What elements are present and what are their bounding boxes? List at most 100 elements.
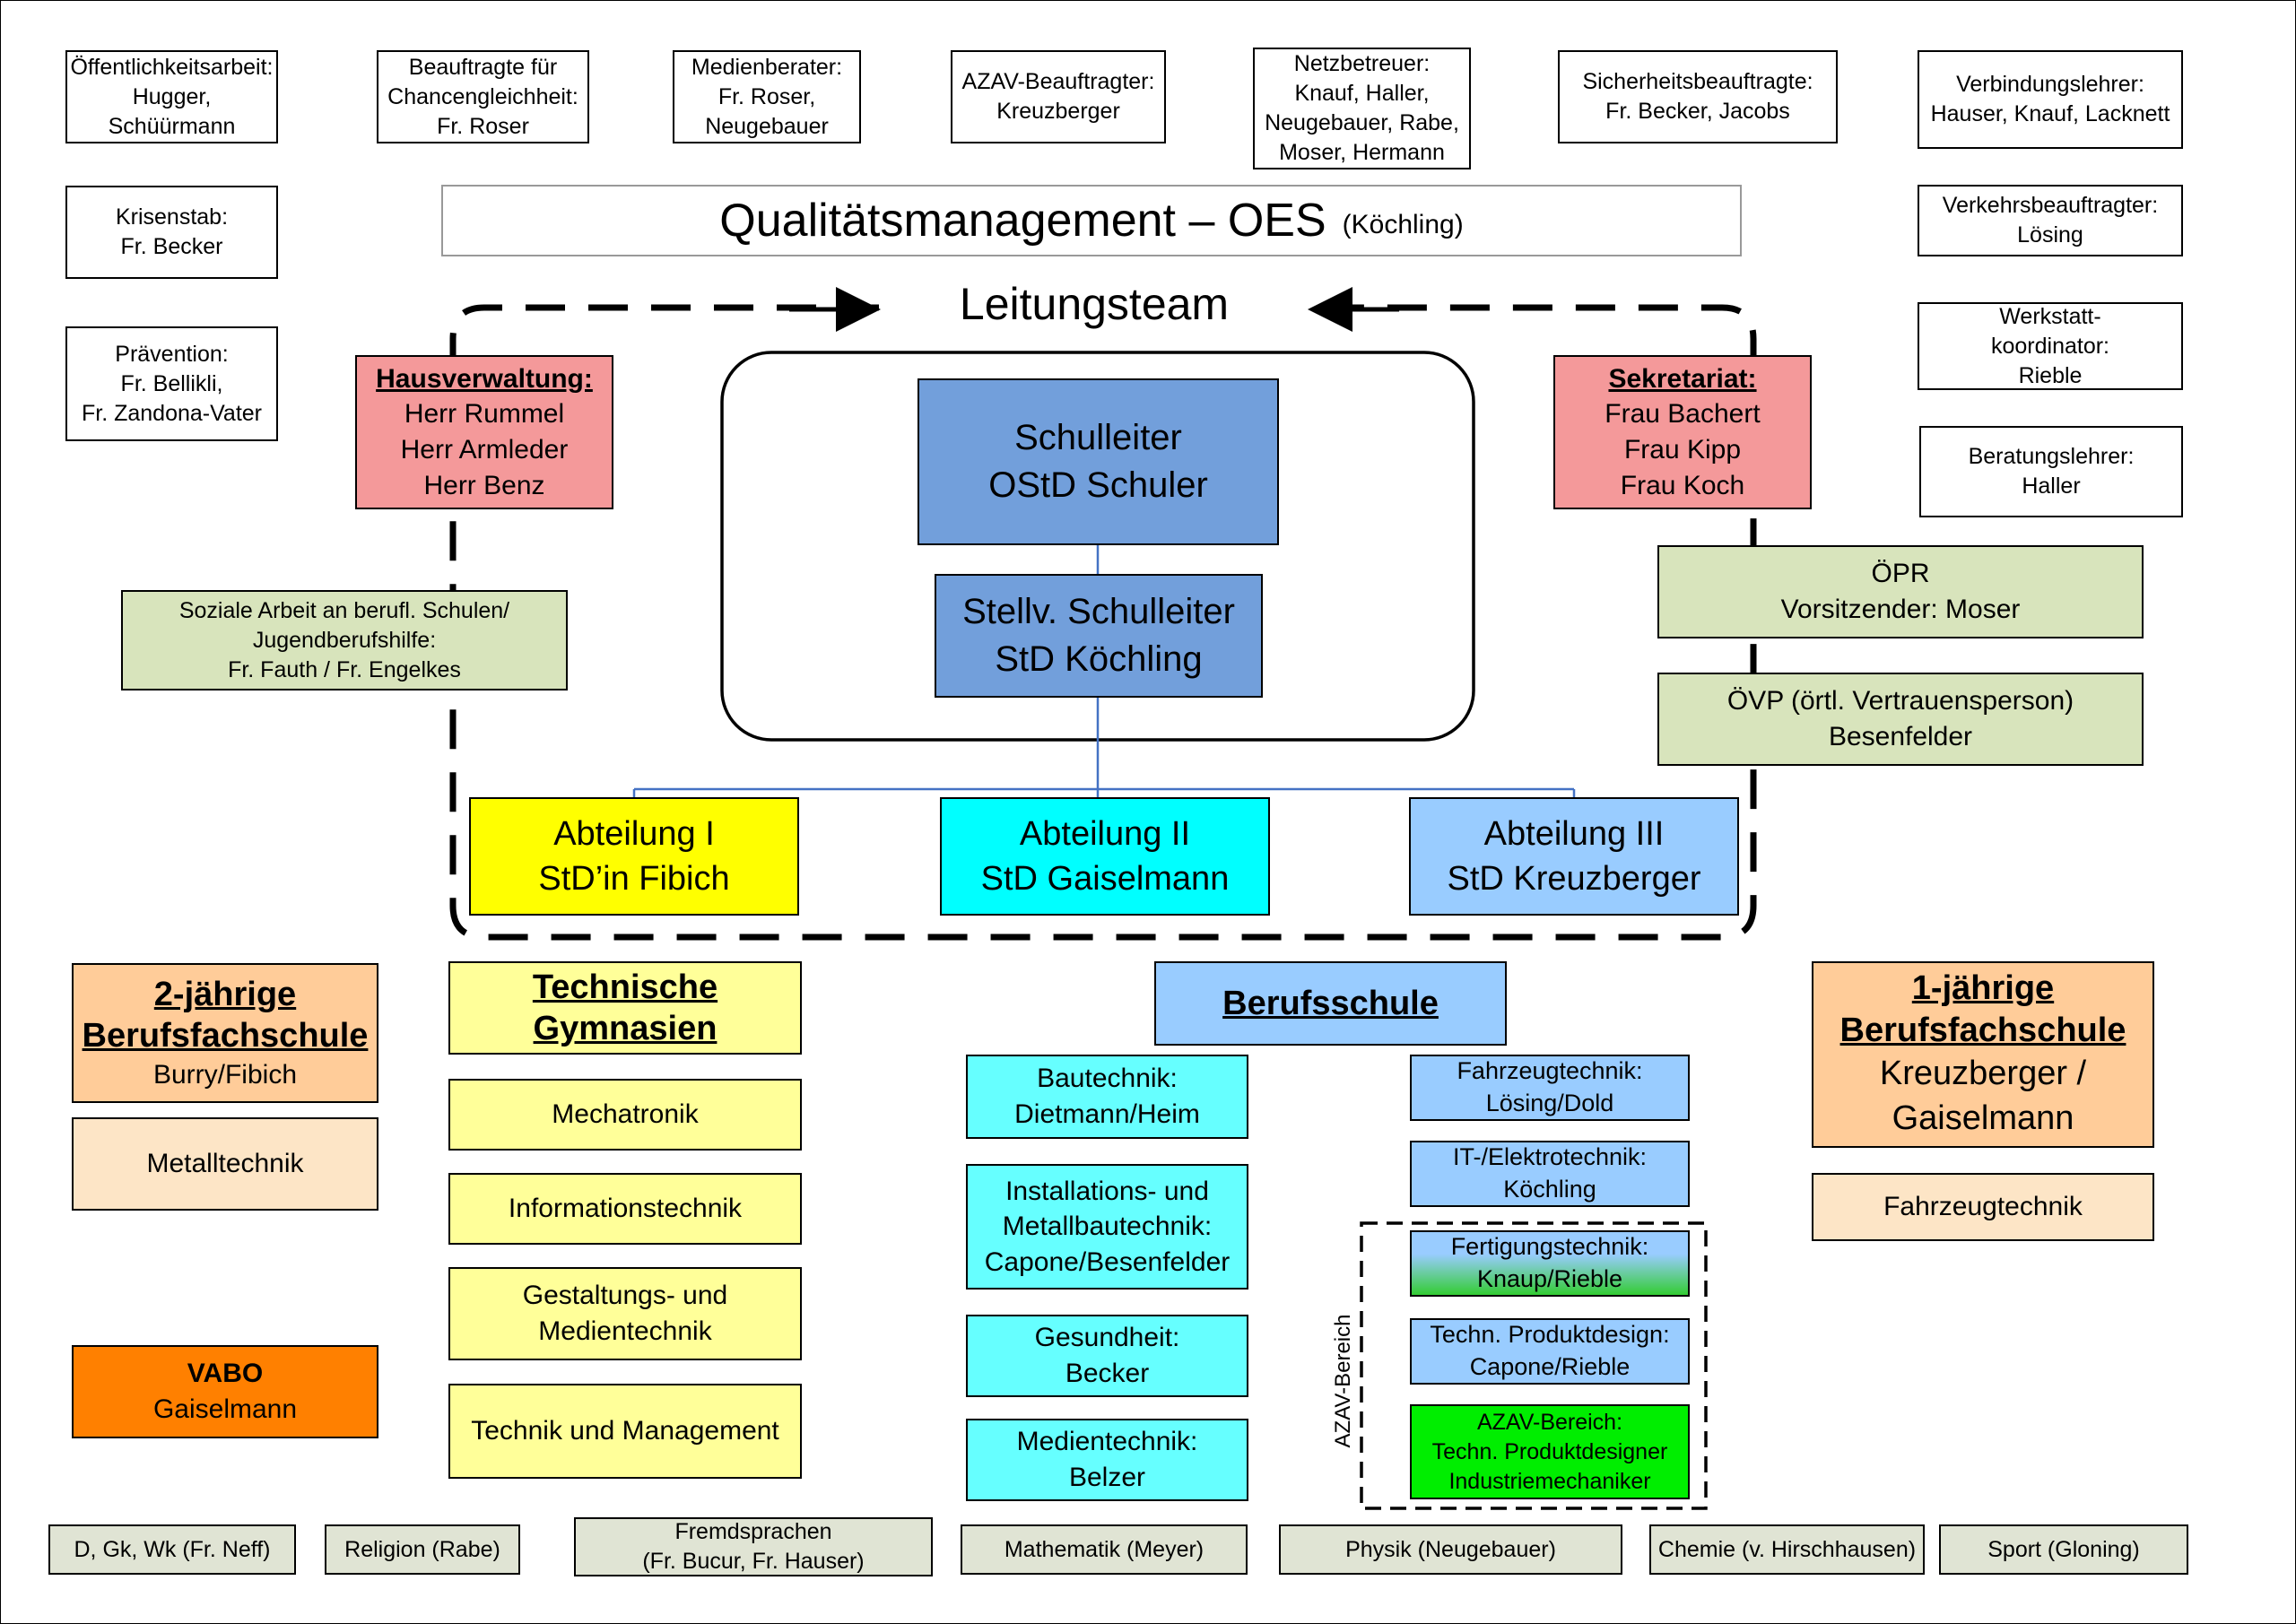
box-sicherheit: Sicherheitsbeauftragte: Fr. Becker, Jacob… bbox=[1558, 50, 1838, 143]
box-line: Gaiselmann bbox=[1892, 1099, 2074, 1138]
box-netzbetreuer: Netzbetreuer: Knauf, Haller, Neugebauer, R… bbox=[1253, 48, 1471, 169]
box-mechatronik: Mechatronik bbox=[448, 1079, 802, 1151]
box-line: Prävention: bbox=[115, 341, 229, 367]
box-subj-sport: Sport (Gloning) bbox=[1939, 1524, 2188, 1575]
box-azav-beauftragter: AZAV-Beauftragter: Kreuzberger bbox=[951, 50, 1166, 143]
box-line: StD Gaiselmann bbox=[980, 860, 1230, 898]
box-line: Herr Rummel bbox=[404, 399, 565, 430]
box-oevp: ÖVP (örtl. Vertrauensperson)Besenfelder bbox=[1657, 673, 2144, 766]
box-line: Hugger, bbox=[132, 83, 212, 109]
box-line: StD’in Fibich bbox=[538, 860, 730, 898]
box-line: Herr Benz bbox=[423, 470, 545, 500]
box-line: Netzbetreuer: bbox=[1293, 51, 1431, 76]
box-line: Informationstechnik bbox=[508, 1194, 743, 1224]
box-line: Lösing/Dold bbox=[1485, 1090, 1614, 1116]
box-heading: VABO bbox=[187, 1359, 264, 1389]
box-line: Fahrzeugtechnik: bbox=[1457, 1057, 1643, 1085]
box-line: Abteilung II bbox=[1019, 814, 1191, 853]
box-line: koordinator: bbox=[1990, 333, 2110, 359]
box-line: Capone/Rieble bbox=[1469, 1353, 1631, 1380]
box-heading: Berufsschule bbox=[1222, 984, 1439, 1022]
box-line: Fr. Becker bbox=[120, 234, 223, 259]
box-bautechnik: Bautechnik:Dietmann/Heim bbox=[966, 1055, 1248, 1139]
box-line: Vorsitzender: Moser bbox=[1780, 595, 2021, 624]
quality-management-banner: Qualitätsmanagement – OES (Köchling) bbox=[441, 185, 1742, 256]
box-informationstechnik: Informationstechnik bbox=[448, 1173, 802, 1245]
box-line: Neugebauer bbox=[705, 113, 829, 139]
box-line: Werkstatt- bbox=[1999, 303, 2101, 329]
box-krisenstab: Krisenstab: Fr. Becker bbox=[65, 186, 278, 279]
box-medienberater: Medienberater:Fr. Roser,Neugebauer bbox=[673, 50, 861, 143]
box-medientechnik: Medientechnik: Belzer bbox=[966, 1419, 1248, 1501]
box-line: AZAV-Beauftragter: bbox=[961, 69, 1155, 94]
box-oeffentlichkeit: Öffentlichkeitsarbeit: Hugger, Schüürmann bbox=[65, 50, 278, 143]
box-line: Abteilung III bbox=[1483, 814, 1665, 853]
box-line: IT-/Elektrotechnik: bbox=[1452, 1143, 1648, 1171]
box-line: Becker bbox=[1065, 1359, 1150, 1388]
box-heading: 1-jährige Berufsfachschule bbox=[1839, 969, 2126, 1049]
box-fahrzeugtechnik-bfs: Fahrzeugtechnik bbox=[1812, 1173, 2154, 1241]
box-line: Medienberater: bbox=[691, 54, 843, 80]
box-line: Stellv. Schulleiter bbox=[962, 592, 1235, 632]
box-line: Medientechnik: bbox=[1016, 1427, 1198, 1457]
box-line: Fahrzeugtechnik bbox=[1883, 1192, 2083, 1222]
box-werkstatt: Werkstatt-koordinator: Rieble bbox=[1918, 302, 2183, 390]
box-subj-chemie: Chemie (v. Hirschhausen) bbox=[1649, 1524, 1925, 1575]
box-berufsschule: Berufsschule bbox=[1154, 961, 1507, 1046]
box-subj-fremdsprachen: Fremdsprachen(Fr. Bucur, Fr. Hauser) bbox=[574, 1517, 933, 1576]
box-technische-gymnasien: Technische Gymnasien bbox=[448, 961, 802, 1055]
box-beratung: Beratungslehrer:Haller bbox=[1919, 426, 2183, 517]
box-line: Sport (Gloning) bbox=[1987, 1536, 2140, 1562]
box-verbindungslehrer: Verbindungslehrer:Hauser, Knauf, Lacknet… bbox=[1918, 50, 2183, 149]
box-line: Capone/Besenfelder bbox=[984, 1246, 1231, 1277]
box-line: Fr. Becker, Jacobs bbox=[1605, 99, 1790, 124]
box-line: Verbindungslehrer: bbox=[1956, 72, 2144, 97]
box-abteilung-2: Abteilung II StD Gaiselmann bbox=[940, 797, 1270, 916]
box-line: Köchling bbox=[1503, 1176, 1596, 1203]
box-line: Soziale Arbeit an berufl. Schulen/ bbox=[178, 597, 510, 623]
box-line: Frau Koch bbox=[1620, 470, 1745, 500]
box-fahrzeugtechnik-bs: Fahrzeugtechnik: Lösing/Dold bbox=[1410, 1055, 1690, 1121]
box-heading: Sekretariat: bbox=[1608, 363, 1757, 394]
box-line: Krisenstab: bbox=[115, 204, 229, 230]
box-technik-management: Technik und Management bbox=[448, 1384, 802, 1479]
box-line: Frau Bachert bbox=[1605, 399, 1761, 430]
box-line: Neugebauer, Rabe, bbox=[1265, 110, 1459, 135]
box-line: ÖVP (örtl. Vertrauensperson) bbox=[1726, 686, 2074, 716]
box-line: Knauf, Haller, bbox=[1294, 81, 1430, 106]
quality-management-title: Qualitätsmanagement – OES bbox=[719, 195, 1326, 247]
box-subj-physik: Physik (Neugebauer) bbox=[1279, 1524, 1622, 1575]
box-heading: 2-jährige Berufsfachschule bbox=[82, 975, 369, 1055]
box-vabo: VABO Gaiselmann bbox=[72, 1345, 378, 1438]
box-line: Dietmann/Heim bbox=[1014, 1099, 1200, 1129]
box-line: Metalltechnik bbox=[146, 1149, 304, 1179]
box-line: Sicherheitsbeauftragte: bbox=[1582, 69, 1813, 94]
box-subj-mathematik: Mathematik (Meyer) bbox=[961, 1524, 1248, 1575]
box-line: Rieble bbox=[2018, 362, 2083, 388]
box-subj-dgkwk: D, Gk, Wk (Fr. Neff) bbox=[48, 1524, 296, 1575]
box-line: Belzer bbox=[1068, 1463, 1146, 1492]
box-produktdesign: Techn. Produktdesign:Capone/Rieble bbox=[1410, 1318, 1690, 1385]
box-line: Abteilung I bbox=[553, 814, 715, 853]
box-soziale-arbeit: Soziale Arbeit an berufl. Schulen/Jugend… bbox=[121, 590, 568, 690]
box-line: Öffentlichkeitsarbeit: bbox=[70, 54, 274, 80]
box-line: Physik (Neugebauer) bbox=[1345, 1536, 1556, 1562]
azav-group bbox=[1360, 1221, 1708, 1510]
box-abteilung-1: Abteilung I StD’in Fibich bbox=[469, 797, 799, 916]
box-fertigungstechnik: Fertigungstechnik:Knaup/Rieble bbox=[1410, 1230, 1690, 1297]
box-line: Schüürmann bbox=[108, 113, 236, 139]
box-line: Herr Armleder bbox=[400, 435, 569, 465]
box-line: Jugendberufshilfe: bbox=[252, 627, 437, 653]
leitungsteam-title: Leitungsteam bbox=[959, 279, 1230, 329]
box-line: Kreuzberger bbox=[996, 99, 1120, 124]
box-line: OStD Schuler bbox=[988, 465, 1208, 505]
box-line: Religion (Rabe) bbox=[344, 1536, 500, 1562]
box-line: Gaiselmann bbox=[152, 1394, 298, 1424]
